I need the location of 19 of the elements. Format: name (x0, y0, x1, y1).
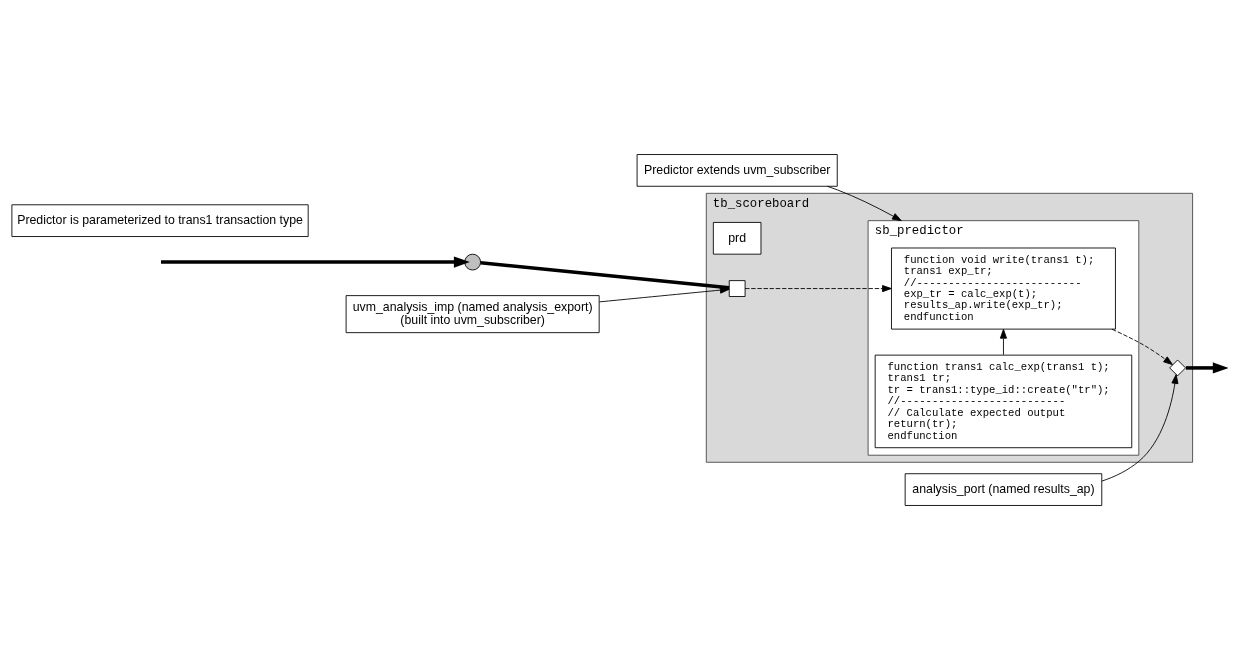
node-box: Predictor extends uvm_subscriber (636, 153, 838, 187)
node-box: analysis_port (named results_ap) (904, 472, 1103, 506)
node-diamond (1169, 359, 1186, 376)
arrow (744, 284, 892, 292)
arrow (1185, 361, 1228, 373)
node-circle (464, 253, 481, 270)
arrow (826, 185, 902, 221)
node-box: function void write(trans1 t); trans1 exp_tr; //-------------------------- exp_tr = calc_exp(t); results_ap.write(exp_tr); endfunction (891, 247, 1116, 330)
node-box: prd (712, 221, 762, 255)
node-box: function trans1 calc_exp(trans1 t); trans1 tr; tr = trans1::type_id::create("tr"); //-------------------------- // Calculate expected output return(tr); endfunction (874, 354, 1133, 448)
node-box: Predictor is parameterized to trans1 transaction type (11, 203, 309, 237)
node-box (728, 279, 746, 297)
arrow (599, 286, 730, 302)
arrow (1101, 373, 1179, 482)
arrow (999, 328, 1007, 355)
arrow (161, 256, 470, 268)
arrow (1111, 328, 1173, 365)
node-box: uvm_analysis_imp (named analysis_export) (built into uvm_subscriber) (345, 294, 600, 333)
connector (480, 260, 730, 290)
